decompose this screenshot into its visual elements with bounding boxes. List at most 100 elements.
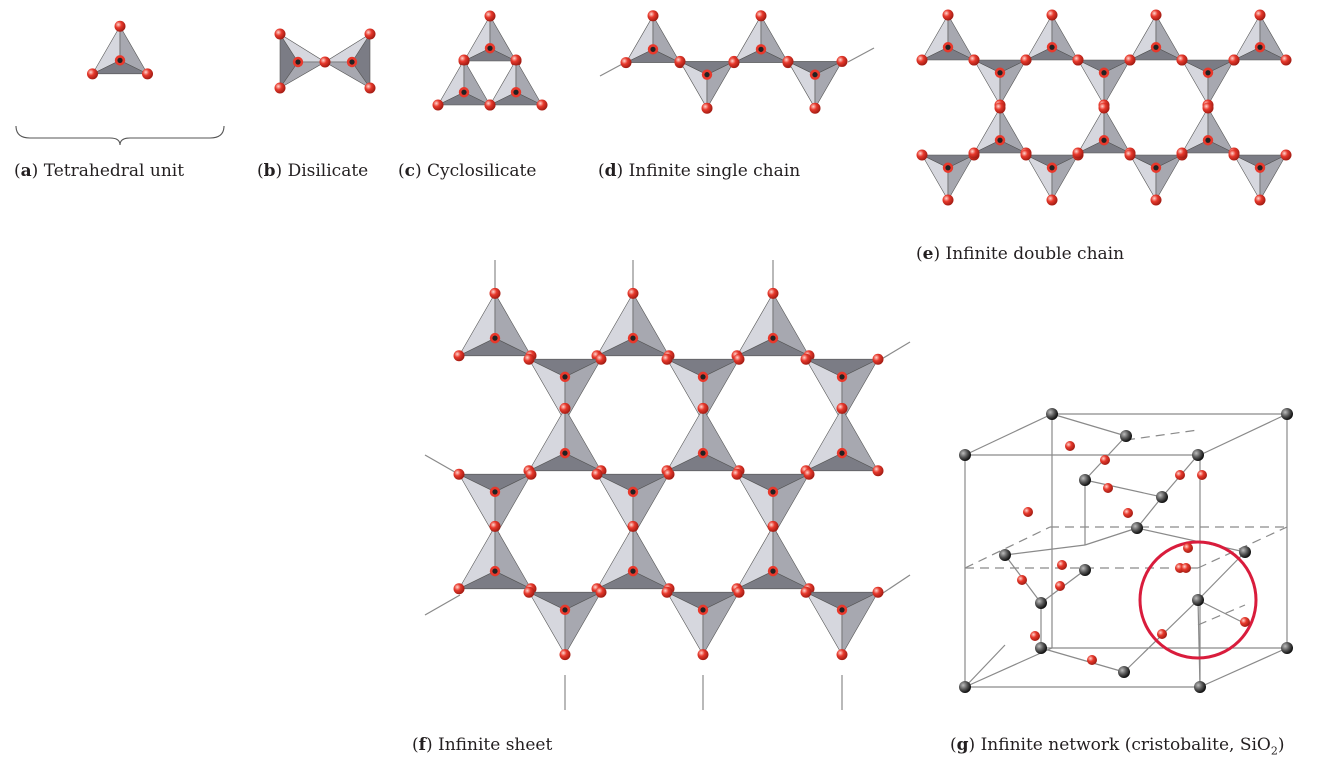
caption-g: (g) Infinite network (cristobalite, SiO2… (950, 735, 1285, 758)
silicon-atom (630, 489, 636, 495)
dashed-plane (1125, 429, 1199, 441)
oxygen-atom (872, 353, 884, 365)
caption-f: (f) Infinite sheet (412, 735, 553, 755)
tetrahedron-face (437, 91, 491, 106)
tetrahedron-face (463, 47, 517, 62)
oxygen-atom (916, 54, 928, 66)
silicon-atom (1153, 44, 1159, 50)
oxygen-atom (1087, 655, 1097, 665)
dashed-plane (1197, 604, 1246, 626)
oxygen-atom (731, 468, 743, 480)
tetrahedron-face (666, 358, 740, 378)
tetrahedron-face (1233, 46, 1287, 61)
silicon-atom (492, 335, 498, 341)
silicon-atom (770, 489, 776, 495)
tetrahedron-face (666, 452, 740, 472)
silicon-atom (1205, 70, 1211, 76)
silicon-atom (1281, 408, 1293, 420)
oxygen-atom (1020, 149, 1032, 161)
disilicate-diagram (274, 28, 376, 94)
silicon-atom (999, 549, 1011, 561)
caption-d: (d) Infinite single chain (598, 161, 801, 181)
oxygen-atom (453, 350, 465, 362)
tetrahedron-face (1181, 59, 1235, 74)
oxygen-atom (1072, 54, 1084, 66)
silicon-atom (839, 607, 845, 613)
oxygen-atom (525, 468, 537, 480)
oxygen-atom (836, 402, 848, 414)
tetrahedron-face (736, 570, 810, 590)
tetrahedron-face (1129, 154, 1183, 169)
tetrahedron-face (458, 473, 532, 493)
silicon-atom (839, 450, 845, 456)
panel-e-double-chain: (e) Infinite double chain (900, 0, 1321, 270)
network-bond (1197, 599, 1243, 623)
tetrahedron-face (921, 154, 975, 169)
silicon-atom (945, 44, 951, 50)
tetrahedron-face (733, 49, 789, 63)
oxygen-atom (1124, 149, 1136, 161)
oxygen-atom (484, 99, 496, 111)
tetrahedron-face (458, 570, 532, 590)
oxygen-atom (1280, 149, 1292, 161)
silicon-atom (959, 449, 971, 461)
silicon-atom (1192, 594, 1204, 606)
oxygen-atom (523, 586, 535, 598)
tetrahedron-face (458, 337, 532, 357)
silicon-atom (770, 568, 776, 574)
silicon-atom (487, 45, 493, 51)
caption-b: (b) Disilicate (257, 161, 369, 181)
oxygen-atom (661, 353, 673, 365)
tetrahedron-face (736, 473, 810, 493)
tetrahedron-face (528, 452, 602, 472)
silicon-atom (1049, 165, 1055, 171)
tetrahedron-face (1233, 154, 1287, 169)
silicon-atom (630, 335, 636, 341)
double-chain-diagram (916, 9, 1292, 206)
oxygen-atom (458, 54, 470, 66)
oxygen-atom (432, 99, 444, 111)
tetrahedron-face (625, 49, 681, 63)
silicon-atom (650, 46, 656, 52)
oxygen-atom (1183, 543, 1193, 553)
cristobalite-network-diagram (959, 408, 1293, 693)
oxygen-atom (1176, 54, 1188, 66)
network-bond (1040, 647, 1125, 673)
tetrahedron-face (489, 91, 543, 106)
oxygen-atom (274, 28, 286, 40)
silicon-atom (1046, 408, 1058, 420)
tetrahedron-face (596, 570, 670, 590)
panel-b-disilicate: (b) Disilicate (240, 0, 390, 200)
oxygen-atom (142, 68, 153, 80)
tetrahedron-face (973, 139, 1027, 154)
oxygen-atom (942, 9, 954, 21)
silicon-atom (1101, 70, 1107, 76)
highlight-circle (1138, 540, 1258, 660)
tetrahedron-face (92, 60, 148, 75)
silicon-atom (513, 89, 519, 95)
oxygen-atom (647, 10, 659, 22)
panel-c-cyclosilicate: (c) Cyclosilicate (390, 0, 590, 200)
caption-e: (e) Infinite double chain (916, 244, 1125, 264)
dashed-plane (964, 526, 1051, 569)
oxygen-atom (1176, 147, 1188, 159)
cube-edge (1199, 647, 1288, 688)
oxygen-atom (1181, 563, 1191, 573)
oxygen-atom (755, 10, 767, 22)
oxygen-atom (114, 20, 126, 32)
oxygen-atom (836, 55, 848, 67)
oxygen-atom (674, 55, 686, 67)
tetrahedron-face (805, 591, 879, 611)
oxygen-atom (1240, 617, 1250, 627)
oxygen-atom (968, 54, 980, 66)
oxygen-atom (1228, 54, 1240, 66)
tetrahedron-face (805, 452, 879, 472)
oxygen-atom (1150, 9, 1162, 21)
oxygen-atom (319, 56, 331, 68)
silicon-atom (1035, 642, 1047, 654)
brace (15, 125, 225, 146)
oxygen-atom (800, 586, 812, 598)
chain-bond (847, 47, 875, 63)
oxygen-atom (559, 402, 571, 414)
oxygen-atom (1046, 9, 1058, 21)
